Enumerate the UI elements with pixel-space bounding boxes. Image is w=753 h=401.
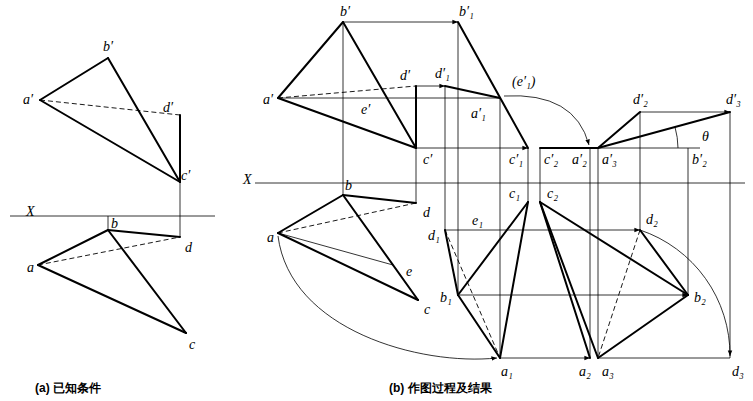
point-label: a₃ [602,365,614,379]
point-label: c′₁ [509,153,523,167]
point-label: d [423,206,430,220]
point-label: θ [702,130,709,144]
point-label: a′ [23,93,33,107]
point-label: a′₃ [602,153,617,167]
point-label: d′₂ [633,93,648,107]
point-label: d₁ [428,229,440,243]
point-label: b [345,179,352,193]
point-label: d₂ [646,213,658,227]
point-label: b′₂ [692,153,707,167]
point-label: X [243,173,252,187]
point-label: b₁ [440,291,452,305]
point-label: a [27,261,34,275]
point-label: d′ [400,69,410,83]
point-label: b₂ [694,291,706,305]
point-label: a′₂ [572,153,587,167]
point-label: d₃ [732,365,744,379]
point-label: d [185,241,192,255]
point-label: d′₁ [435,67,450,81]
point-label: c₂ [547,187,558,201]
figure-caption: (b) 作图过程及结果 [389,382,492,394]
point-label: d′ [163,101,173,115]
point-label: a₁ [501,365,513,379]
point-label: b′ [103,40,113,54]
construction-views [255,22,745,359]
point-label: c [424,303,430,317]
point-label: b′₁ [459,5,474,19]
point-label: (e′₁) [512,75,535,89]
point-label: e [406,265,412,279]
point-label: c′ [423,153,432,167]
point-label: d′₃ [726,93,741,107]
point-label: a′ [263,93,273,107]
point-label: a [267,231,274,245]
point-label: b′ [340,5,350,19]
point-label: a′₁ [471,107,486,121]
given-views [10,58,215,333]
point-label: e₁ [472,214,483,228]
point-label: a₂ [579,365,591,379]
point-label: c₁ [509,187,520,201]
point-label: c [189,338,195,352]
figure-caption: (a) 已知条件 [35,382,101,394]
point-label: c′₂ [544,153,558,167]
point-label: X [26,205,35,219]
point-label: c′ [181,169,190,183]
point-label: e′ [361,103,370,117]
point-label: b [111,217,118,231]
